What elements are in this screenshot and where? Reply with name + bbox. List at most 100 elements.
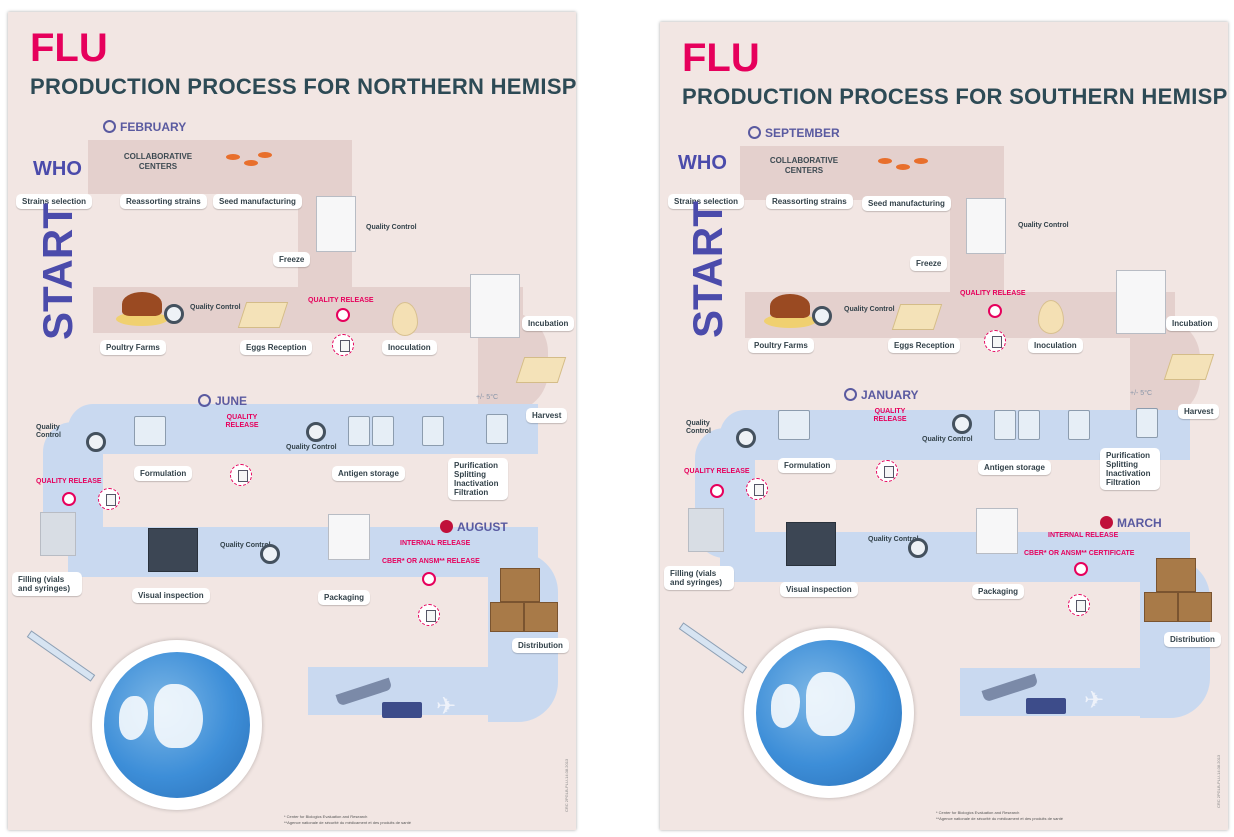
step-freeze: Freeze — [273, 252, 311, 267]
magnifier-icon — [952, 414, 972, 434]
globe-icon — [92, 640, 262, 810]
globe-icon — [744, 628, 914, 798]
certificate-icon — [230, 464, 252, 486]
step-filling: Filling (vials and syringes) — [12, 572, 82, 596]
lane-4 — [68, 527, 538, 577]
purification-tank-icon — [1136, 408, 1158, 438]
footnote-2: **Agence nationale de sécurité du médica… — [936, 816, 1063, 821]
temperature-label: +/- 5°C — [1130, 390, 1153, 397]
document-stamp: CRC 2PGLB-PLU-14.08.2013 — [564, 758, 569, 812]
step-incubation: Incubation — [522, 316, 575, 331]
incubator-icon — [470, 274, 520, 338]
stopwatch-icon — [103, 120, 116, 133]
package-box-icon — [976, 508, 1018, 554]
internal-release-label: INTERNAL RELEASE — [1048, 532, 1119, 539]
temperature-label: +/- 5°C — [476, 394, 499, 401]
certificate-icon — [746, 478, 768, 500]
step-inoculation: Inoculation — [1028, 338, 1083, 353]
step-harvest: Harvest — [526, 408, 568, 423]
quality-release-label: QUALITY RELEASE — [684, 468, 750, 475]
step-packaging: Packaging — [318, 590, 371, 605]
lane-5 — [308, 667, 538, 715]
step-filling: Filling (vials and syringes) — [664, 566, 734, 590]
step-distribution: Distribution — [1164, 632, 1221, 647]
quality-release-label: QUALITY RELEASE — [225, 414, 259, 429]
quality-control-label: Quality Control — [922, 436, 973, 443]
truck-icon — [1026, 698, 1066, 714]
footnote-1: * Center for Biologics Evaluation and Re… — [284, 814, 368, 819]
poster-subtitle: PRODUCTION PROCESS FOR SOUTHERN HEMISPHE… — [682, 84, 1228, 109]
step-visual-inspection: Visual inspection — [780, 582, 858, 597]
crate-icon — [1144, 592, 1178, 622]
footnote-2: **Agence nationale de sécurité du médica… — [284, 820, 411, 825]
quality-release-label: QUALITY RELEASE — [873, 408, 907, 423]
step-eggs-reception: Eggs Reception — [240, 340, 313, 355]
step-freeze: Freeze — [910, 256, 948, 271]
step-inoculation: Inoculation — [382, 340, 437, 355]
egg-tray-icon — [891, 304, 943, 330]
step-formulation: Formulation — [778, 458, 837, 473]
step-strains-selection: Strains selection — [16, 194, 93, 209]
purification-tank-icon — [422, 416, 444, 446]
release-ring-icon — [1074, 562, 1088, 576]
quality-control-label: Quality Control — [220, 542, 271, 549]
step-poultry-farms: Poultry Farms — [100, 340, 166, 355]
airplane-icon: ✈ — [436, 693, 457, 720]
storage-tank-icon — [372, 416, 394, 446]
hen-icon — [770, 294, 810, 318]
stopwatch-icon — [748, 126, 761, 139]
who-label: WHO — [678, 152, 727, 174]
mixing-tank-icon — [778, 410, 810, 440]
freezer-icon — [316, 196, 356, 252]
step-reassorting-strains: Reassorting strains — [766, 194, 853, 209]
crate-icon — [1156, 558, 1196, 592]
month-2: JANUARY — [844, 388, 919, 402]
start-label: START — [34, 203, 81, 340]
step-antigen-storage: Antigen storage — [332, 466, 405, 481]
crate-icon — [490, 602, 524, 632]
collaborative-centers: COLLABORATIVE CENTERS — [123, 152, 193, 171]
mixing-tank-icon — [134, 416, 166, 446]
airplane-icon: ✈ — [1084, 687, 1105, 714]
release-ring-icon — [336, 308, 350, 322]
collaborative-centers: COLLABORATIVE CENTERS — [769, 156, 839, 175]
step-strains-selection: Strains selection — [668, 194, 745, 209]
petri-dish-icon — [896, 164, 910, 170]
petri-dish-icon — [258, 152, 272, 158]
agency-release-label: CBER* OR ANSM** CERTIFICATE — [1024, 550, 1135, 557]
footnote-1: * Center for Biologics Evaluation and Re… — [936, 810, 1020, 815]
quality-control-label: Quality Control — [1018, 222, 1069, 229]
step-formulation: Formulation — [134, 466, 193, 481]
purification-tank-icon — [486, 414, 508, 444]
petri-dish-icon — [244, 160, 258, 166]
document-stamp: CRC 2PGLB-PLU-14.08.2013 — [1216, 754, 1221, 808]
step-seed-manufacturing: Seed manufacturing — [862, 196, 951, 211]
step-eggs-reception: Eggs Reception — [888, 338, 961, 353]
internal-release-label: INTERNAL RELEASE — [400, 540, 471, 547]
storage-tank-icon — [1018, 410, 1040, 440]
petri-dish-icon — [226, 154, 240, 160]
hen-icon — [122, 292, 162, 316]
certificate-icon — [98, 488, 120, 510]
inspection-machine-icon — [786, 522, 836, 566]
step-reassorting-strains: Reassorting strains — [120, 194, 207, 209]
step-seed-manufacturing: Seed manufacturing — [213, 194, 302, 209]
quality-control-label: Quality Control — [868, 536, 919, 543]
poster-title: FLU — [682, 36, 760, 80]
egg-tray-icon — [1163, 354, 1215, 380]
quality-release-label: QUALITY RELEASE — [308, 297, 374, 304]
who-label: WHO — [33, 158, 82, 180]
truck-icon — [382, 702, 422, 718]
quality-release-label: QUALITY RELEASE — [36, 478, 102, 485]
step-distribution: Distribution — [512, 638, 569, 653]
step-purification: Purification Splitting Inactivation Filt… — [448, 458, 508, 500]
purification-tank-icon — [1068, 410, 1090, 440]
poster-subtitle: PRODUCTION PROCESS FOR NORTHERN HEMISPHE… — [30, 74, 576, 99]
certificate-icon — [332, 334, 354, 356]
quality-release-label: QUALITY RELEASE — [960, 290, 1026, 297]
storage-tank-icon — [348, 416, 370, 446]
incubator-icon — [1116, 270, 1166, 334]
crate-icon — [1178, 592, 1212, 622]
magnifier-icon — [736, 428, 756, 448]
stopwatch-icon — [198, 394, 211, 407]
